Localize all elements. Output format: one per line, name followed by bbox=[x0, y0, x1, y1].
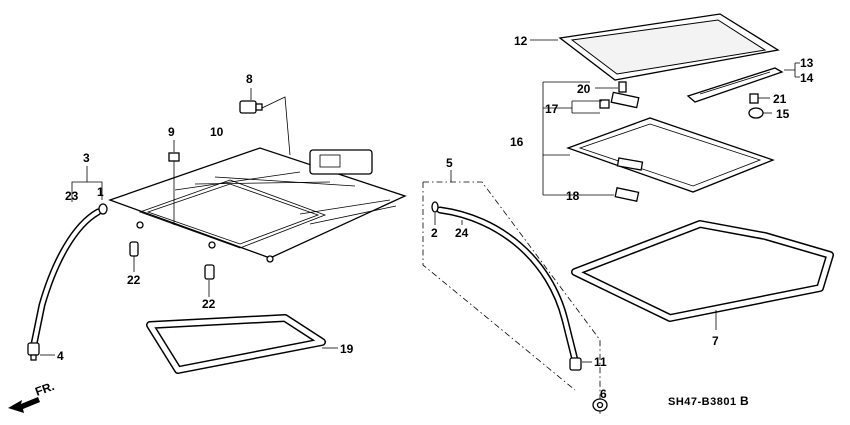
callout-22-a: 22 bbox=[127, 273, 141, 287]
clip-18 bbox=[614, 187, 640, 202]
callout-3: 3 bbox=[83, 151, 90, 165]
bolt-8 bbox=[239, 100, 263, 114]
callout-17: 17 bbox=[545, 102, 559, 116]
part-code-suffix: B bbox=[740, 394, 749, 408]
callout-1: 1 bbox=[97, 185, 104, 199]
callout-20: 20 bbox=[577, 82, 591, 96]
part-code: SH47-B3801 bbox=[668, 396, 737, 408]
callout-16: 16 bbox=[510, 135, 524, 149]
sunroof-glass-12 bbox=[558, 13, 780, 81]
callout-19: 19 bbox=[340, 342, 354, 356]
direction-label: FR. bbox=[33, 379, 56, 399]
sunshade-16 bbox=[566, 117, 775, 193]
glass-guide-13-14 bbox=[686, 67, 784, 103]
callout-15: 15 bbox=[776, 107, 790, 121]
callout-18: 18 bbox=[566, 189, 580, 203]
callout-10: 10 bbox=[210, 125, 224, 139]
callout-12: 12 bbox=[514, 34, 528, 48]
clip-22-a bbox=[129, 241, 139, 257]
joint-11 bbox=[569, 357, 582, 371]
callout-2: 2 bbox=[431, 226, 438, 240]
callout-7: 7 bbox=[712, 334, 719, 348]
grommet-6 bbox=[592, 398, 608, 412]
screw-21 bbox=[749, 93, 759, 104]
drain-tube-rear bbox=[436, 206, 579, 364]
callout-11: 11 bbox=[594, 355, 607, 369]
bracket-17 bbox=[599, 91, 640, 109]
callout-22-b: 22 bbox=[202, 297, 216, 311]
screw-9 bbox=[168, 152, 180, 170]
callout-5: 5 bbox=[446, 156, 453, 170]
callout-23: 23 bbox=[65, 189, 79, 203]
callout-13: 13 bbox=[800, 56, 814, 70]
clip-2 bbox=[431, 201, 439, 213]
clip-22-b bbox=[204, 264, 215, 280]
nut-15 bbox=[748, 107, 764, 119]
screw-20 bbox=[618, 81, 627, 93]
callout-24: 24 bbox=[455, 226, 469, 240]
callout-9: 9 bbox=[168, 125, 175, 139]
callout-21: 21 bbox=[773, 92, 787, 106]
roof-seal-7 bbox=[571, 220, 834, 322]
callout-6: 6 bbox=[600, 387, 607, 401]
callout-14: 14 bbox=[800, 71, 814, 85]
glass-seal-19 bbox=[146, 314, 326, 374]
front-direction-arrow bbox=[8, 397, 40, 413]
callout-8: 8 bbox=[246, 72, 253, 86]
drain-tube-front bbox=[30, 203, 108, 348]
sunroof-frame bbox=[108, 147, 407, 263]
callout-4: 4 bbox=[57, 349, 64, 363]
drain-joint-front bbox=[27, 342, 40, 361]
